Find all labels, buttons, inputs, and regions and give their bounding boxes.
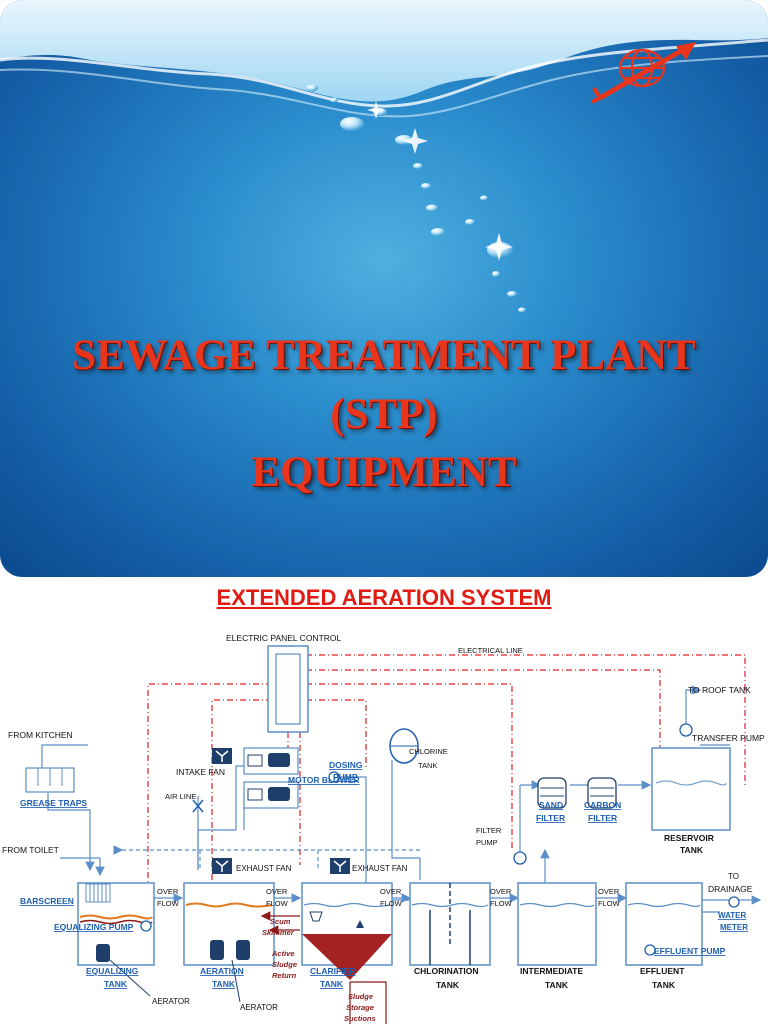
label-barscreen: BARSCREEN (20, 896, 74, 906)
label-reservoir-tank-1: RESERVOIR (664, 833, 714, 843)
effluent-tank (625, 882, 703, 966)
label-effluent-tank-1: EFFLUENT (640, 966, 685, 976)
label-air-line: AIR LINE (165, 792, 196, 801)
label-aerator-2: AERATOR (240, 1003, 278, 1012)
label-filter-pump-2: PUMP (476, 838, 498, 847)
sand-filter (537, 777, 567, 809)
label-overflow-1b: FLOW (157, 899, 180, 908)
label-intermediate-tank-2: TANK (545, 980, 569, 990)
label-exhaust-fan-2: EXHAUST FAN (352, 864, 408, 873)
globe-arrow-logo-icon (591, 42, 696, 104)
label-sludge-storage-1: Sludge (348, 992, 373, 1001)
extended-aeration-diagram: ELECTRIC PANEL CONTROL ELECTRICAL LINE T… (2, 633, 765, 1024)
diagram-heading: EXTENDED AERATION SYSTEM (216, 585, 552, 610)
label-intake-fan: INTAKE FAN (176, 767, 225, 777)
intermediate-tank (517, 882, 597, 966)
reservoir-tank (651, 747, 731, 831)
bubbles (306, 84, 526, 313)
label-aerator-1: AERATOR (152, 997, 190, 1006)
label-equalizing-tank-1: EQUALIZING (86, 966, 139, 976)
label-chlorine-tank-1: CHLORINE (409, 747, 448, 756)
label-chlorine-tank-2: TANK (418, 761, 437, 770)
label-electric-panel: ELECTRIC PANEL CONTROL (226, 633, 342, 643)
label-overflow-1a: OVER (157, 887, 179, 896)
label-from-kitchen: FROM KITCHEN (8, 730, 73, 740)
clarifier-sludge-hopper (302, 934, 392, 980)
label-dosing-pump-2: PUMP (333, 772, 358, 782)
label-overflow-3b: FLOW (380, 899, 403, 908)
label-motor-blower: MOTOR BLOWER (288, 775, 360, 785)
title-line-1: SEWAGE TREATMENT PLANT (72, 332, 696, 379)
aerator-1-icon (96, 944, 110, 962)
label-overflow-4b: FLOW (490, 899, 513, 908)
label-scum-skimmer-1: Scum (270, 917, 291, 926)
transfer-pump-icon (679, 723, 693, 737)
scum-skimmer-icon (309, 911, 323, 922)
label-to-drainage-1: TO (728, 872, 739, 881)
label-scum-skimmer-2: Skimmer (262, 928, 295, 937)
equalizing-pump-icon (140, 920, 152, 932)
label-active-sludge-2: Sludge (272, 960, 297, 969)
label-overflow-2a: OVER (266, 887, 288, 896)
label-effluent-tank-2: TANK (652, 980, 676, 990)
label-sludge-storage-3: Suctions (344, 1014, 376, 1023)
title-slide: SEWAGE TREATMENT PLANT (STP) EQUIPMENT (0, 0, 768, 577)
label-carbon-filter-1: CARBON (584, 800, 621, 810)
dosing-pump-icon (328, 771, 340, 783)
label-clarifier-tank-2: TANK (320, 979, 344, 989)
label-dosing-pump-1: DOSING (329, 760, 363, 770)
label-exhaust-fan-1: EXHAUST FAN (236, 864, 292, 873)
label-effluent-pump: EFFLUENT PUMP (654, 946, 726, 956)
aerator-3-icon (236, 940, 250, 960)
label-equalizing-pump: EQUALIZING PUMP (54, 922, 134, 932)
label-sand-filter-1: SAND (539, 800, 563, 810)
sparkles (367, 101, 513, 261)
label-grease-traps: GREASE TRAPS (20, 798, 87, 808)
clarifier-tank (301, 882, 393, 966)
label-overflow-2b: FLOW (266, 899, 289, 908)
label-chlorination-tank-2: TANK (436, 980, 460, 990)
title-line-2: (STP) (330, 391, 438, 438)
label-active-sludge-1: Active (271, 949, 295, 958)
filter-pump-icon (513, 851, 527, 865)
title-line-3: EQUIPMENT (251, 449, 517, 496)
carbon-filter (587, 777, 617, 809)
effluent-pump-icon (644, 944, 656, 956)
label-sludge-storage-2: Storage (346, 1003, 374, 1012)
label-reservoir-tank-2: TANK (680, 845, 704, 855)
label-sand-filter-2: FILTER (536, 813, 565, 823)
label-water-meter-1: WATER (718, 911, 747, 920)
label-overflow-4a: OVER (490, 887, 512, 896)
label-electrical-line: ELECTRICAL LINE (458, 646, 523, 655)
aeration-tank (183, 882, 275, 966)
label-transfer-pump: TRANSFER PUMP (692, 733, 765, 743)
label-filter-pump-1: FILTER (476, 826, 502, 835)
label-clarifier-tank-1: CLARIFIER (310, 966, 355, 976)
label-intermediate-tank-1: INTERMEDIATE (520, 966, 583, 976)
label-from-toilet: FROM TOILET (2, 845, 59, 855)
label-overflow-5b: FLOW (598, 899, 621, 908)
water-meter-icon (728, 896, 740, 908)
label-chlorination-tank-1: CHLORINATION (414, 966, 479, 976)
water-wave-background (0, 0, 768, 313)
electrical-lines (147, 654, 746, 885)
label-overflow-3a: OVER (380, 887, 402, 896)
label-water-meter-2: METER (720, 923, 748, 932)
label-active-sludge-3: Return (272, 971, 297, 980)
label-to-drainage-2: DRAINAGE (708, 884, 753, 894)
label-carbon-filter-2: FILTER (588, 813, 617, 823)
air-line-valve-icon (192, 799, 204, 813)
label-aeration-tank-2: TANK (212, 979, 236, 989)
label-to-roof-tank: TO ROOF TANK (688, 685, 751, 695)
label-overflow-5a: OVER (598, 887, 620, 896)
label-equalizing-tank-2: TANK (104, 979, 128, 989)
aerator-2-icon (210, 940, 224, 960)
label-aeration-tank-1: AERATION (200, 966, 244, 976)
